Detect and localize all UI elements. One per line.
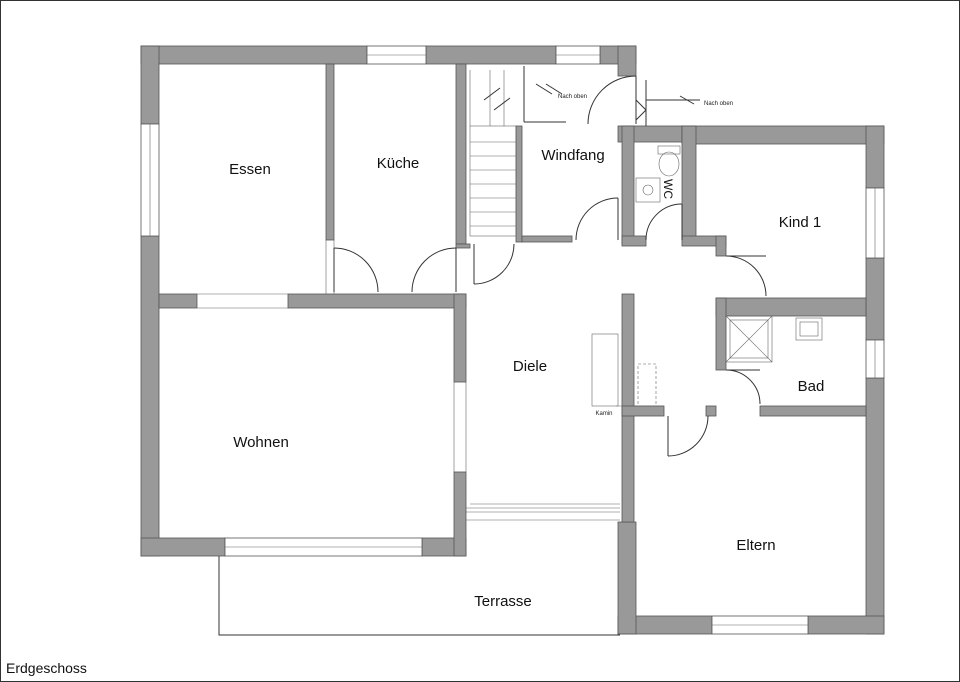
room-label-bad: Bad (798, 378, 825, 395)
kamin-symbol (591, 333, 619, 407)
fixtures (591, 145, 823, 407)
room-label-wohnen: Wohnen (233, 434, 289, 451)
room-label-eltern: Eltern (736, 537, 775, 554)
room-label-kueche: Küche (377, 155, 420, 172)
stair-label-up-1: Nach oben (558, 94, 587, 100)
wc-sink (635, 177, 661, 203)
bath-sink (795, 317, 823, 341)
stair-label-up-2: Nach oben (704, 101, 733, 107)
shower-tray (725, 315, 773, 363)
terrace-outline (218, 507, 620, 636)
staircase (469, 66, 700, 237)
room-label-kind1: Kind 1 (779, 214, 822, 231)
room-label-essen: Essen (229, 161, 271, 178)
interior-walls (158, 63, 867, 557)
room-label-diele: Diele (513, 358, 547, 375)
room-label-terrasse: Terrasse (474, 593, 532, 610)
toilet-tank (657, 145, 681, 155)
room-label-wc: WC (661, 179, 675, 199)
exterior-walls (140, 45, 885, 635)
toilet-bowl (658, 151, 680, 177)
room-label-windfang: Windfang (541, 147, 604, 164)
windows (140, 45, 885, 635)
kamin-label: Kamin (595, 411, 612, 417)
floor-title: Erdgeschoss (6, 660, 87, 676)
